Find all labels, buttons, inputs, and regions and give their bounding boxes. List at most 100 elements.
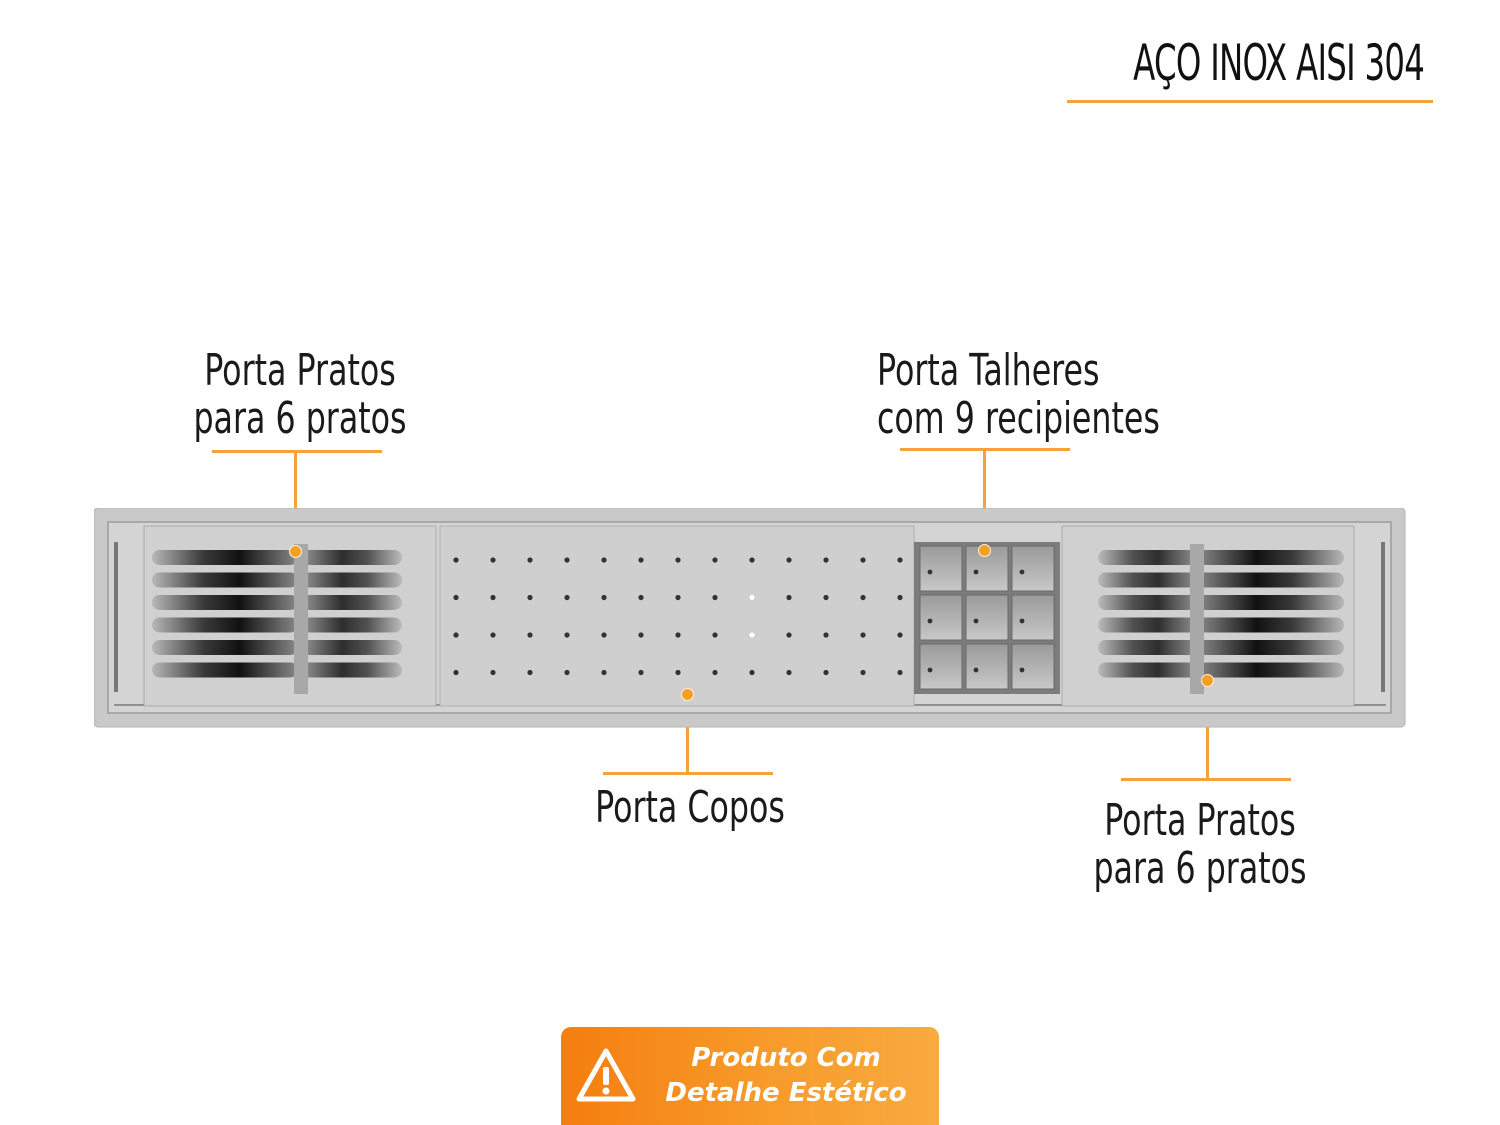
- cutlery-cell-hole: [927, 618, 933, 624]
- cup-hole: [564, 632, 570, 638]
- cup-hole: [564, 594, 570, 601]
- cup-hole: [786, 669, 792, 676]
- plate-slot: [1198, 662, 1344, 678]
- plate-slot: [152, 662, 298, 678]
- cup-hole: [897, 669, 903, 676]
- cup-hole: [601, 557, 607, 563]
- cup-hole: [823, 669, 829, 676]
- cutlery-cell: [1011, 545, 1055, 592]
- cutlery-cell: [919, 594, 963, 641]
- plate-slot: [1198, 617, 1344, 633]
- callout-cutlery-vline: [983, 450, 986, 550]
- callout-cutlery-hline: [900, 448, 1070, 451]
- plate-slot: [1098, 572, 1198, 588]
- cutlery-holder-9-cells: [914, 542, 1060, 694]
- cup-hole: [675, 669, 681, 676]
- cup-hole: [712, 632, 718, 638]
- cup-hole: [860, 557, 866, 563]
- cutlery-cell: [965, 643, 1009, 690]
- cup-hole: [823, 557, 829, 563]
- cup-hole: [638, 557, 644, 563]
- cup-hole: [897, 557, 903, 563]
- plate-slot: [152, 550, 298, 565]
- cup-hole: [601, 594, 607, 601]
- cup-hole: [638, 632, 644, 638]
- cup-hole: [823, 632, 829, 638]
- plate-slot: [1098, 595, 1198, 610]
- cup-hole: [823, 594, 829, 601]
- callout-cups-vline: [686, 694, 689, 774]
- plate-slot: [302, 617, 402, 633]
- cup-hole: [527, 632, 533, 638]
- cup-holder-perforated: [439, 525, 915, 707]
- cup-hole: [749, 557, 755, 563]
- cup-hole: [749, 594, 755, 601]
- cup-hole: [453, 557, 459, 563]
- callout-cutlery: Porta Talheres com 9 recipientes: [877, 347, 1160, 444]
- plate-slot: [1198, 595, 1344, 610]
- cup-hole: [638, 669, 644, 676]
- cup-hole: [490, 632, 496, 638]
- callout-left-plates: Porta Pratos para 6 pratos: [192, 347, 408, 443]
- plate-slot: [152, 572, 298, 588]
- callout-left-plates-vline: [294, 452, 297, 552]
- callout-left-plates-line1: Porta Pratos: [204, 345, 396, 396]
- plate-slot: [1098, 662, 1198, 678]
- cutlery-cell-hole: [973, 618, 979, 624]
- cup-hole: [786, 594, 792, 601]
- callout-right-plates: Porta Pratos para 6 pratos: [1092, 797, 1308, 893]
- cup-hole: [453, 632, 459, 638]
- cutlery-cell: [919, 545, 963, 592]
- plate-slot: [1198, 572, 1344, 588]
- plate-slot: [1098, 640, 1198, 655]
- cup-hole: [675, 632, 681, 638]
- plate-slot: [302, 572, 402, 588]
- cup-hole: [860, 669, 866, 676]
- cup-hole: [490, 557, 496, 563]
- callout-right-plates-vline: [1206, 680, 1209, 780]
- cutlery-cell-hole: [1019, 618, 1025, 624]
- cutlery-cell-hole: [973, 569, 979, 575]
- title-underline: [1067, 100, 1433, 103]
- callout-right-plates-dot: [1201, 674, 1214, 687]
- cup-hole: [527, 557, 533, 563]
- cup-hole: [675, 594, 681, 601]
- cup-hole: [601, 632, 607, 638]
- cutlery-cell-hole: [1019, 667, 1025, 673]
- callout-cups-dot: [681, 688, 694, 701]
- callout-left-plates-hline: [212, 450, 382, 453]
- cup-hole: [897, 632, 903, 638]
- cutlery-cell-hole: [927, 667, 933, 673]
- callout-cups-line1: Porta Copos: [595, 782, 785, 833]
- badge-line2: Detalhe Estético: [665, 1078, 907, 1108]
- plate-slot: [152, 595, 298, 610]
- cup-hole: [527, 594, 533, 601]
- cup-hole: [564, 557, 570, 563]
- cup-hole: [786, 632, 792, 638]
- cup-hole: [712, 669, 718, 676]
- badge-line1: Produto Com: [691, 1043, 881, 1073]
- aesthetic-defect-badge: Produto Com Detalhe Estético: [561, 1027, 939, 1125]
- cup-hole: [860, 632, 866, 638]
- plate-slot: [1098, 617, 1198, 633]
- plate-slot: [152, 617, 298, 633]
- cup-hole: [749, 669, 755, 676]
- cutlery-cell-hole: [1019, 569, 1025, 575]
- cutlery-cell: [1011, 643, 1055, 690]
- callout-cutlery-line2: com 9 recipientes: [877, 393, 1160, 444]
- cup-hole: [453, 669, 459, 676]
- plate-slot: [1098, 550, 1198, 565]
- callout-left-plates-line2: para 6 pratos: [193, 393, 407, 444]
- product-title: AÇO INOX AISI 304: [1133, 34, 1425, 92]
- cup-hole: [490, 669, 496, 676]
- cup-hole: [786, 557, 792, 563]
- cup-hole: [712, 557, 718, 563]
- cup-hole: [897, 594, 903, 601]
- warning-triangle-icon: [576, 1048, 636, 1102]
- cup-hole: [860, 594, 866, 601]
- cup-hole: [490, 594, 496, 601]
- cutlery-cell-hole: [927, 569, 933, 575]
- cup-hole: [675, 557, 681, 563]
- plate-slot: [1198, 550, 1344, 565]
- cup-hole: [527, 669, 533, 676]
